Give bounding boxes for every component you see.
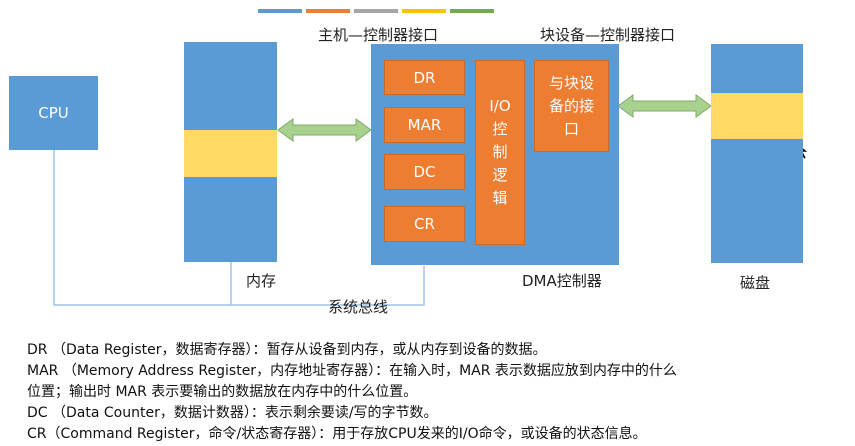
block-interface-label: 块设备—控制器接口 — [540, 26, 676, 44]
block-if-line-1: 与块设 — [548, 73, 594, 92]
header-bar-2 — [306, 9, 350, 13]
memory-dma-arrow — [277, 118, 372, 142]
memory-label: 内存 — [246, 272, 277, 290]
register-dr: DR — [384, 60, 465, 95]
disk-highlight — [711, 93, 803, 139]
io-logic-line-3: 制 — [492, 143, 508, 161]
dma-label: DMA控制器 — [522, 272, 602, 290]
register-mar-label: MAR — [407, 116, 442, 134]
cpu-label: CPU — [38, 104, 69, 122]
io-logic-line-2: 控 — [492, 120, 508, 138]
dma-disk-arrow — [617, 94, 712, 118]
register-dc-label: DC — [413, 163, 436, 181]
register-dr-label: DR — [413, 68, 436, 87]
description-dr: DR （Data Register，数据寄存器）：暂存从设备到内存，或从内存到设… — [27, 342, 547, 358]
block-if-line-2: 备的接 — [548, 96, 594, 115]
register-cr: CR — [384, 206, 465, 242]
cpu-box: CPU — [9, 76, 98, 150]
block-if-line-3: 口 — [563, 119, 579, 138]
io-control-logic: I/O 控 制 逻 辑 — [475, 60, 525, 245]
register-dc: DC — [384, 154, 465, 190]
io-logic-line-4: 逻 — [492, 166, 508, 184]
description-dc: DC （Data Counter，数据计数器）：表示剩余要读/写的字节数。 — [27, 405, 438, 421]
header-bar-1 — [258, 9, 302, 13]
description-cr: CR（Command Register，命令/状态寄存器）：用于存放CPU发来的… — [27, 426, 647, 442]
header-bar-5 — [450, 9, 494, 13]
host-interface-label: 主机—控制器接口 — [318, 26, 439, 44]
memory-highlight — [184, 130, 277, 177]
register-mar: MAR — [384, 107, 465, 143]
description-mar-2: 位置；输出时 MAR 表示要输出的数据放在内存中的什么位置。 — [27, 384, 418, 400]
description-mar-1: MAR （Memory Address Register，内存地址寄存器）：在输… — [27, 363, 677, 379]
block-device-interface: 与块设 备的接 口 — [534, 60, 609, 152]
bus-label: 系统总线 — [328, 298, 389, 316]
io-logic-line-1: I/O — [489, 97, 511, 115]
header-bar-4 — [402, 9, 446, 13]
disk-box — [711, 44, 803, 263]
disk-label: 磁盘 — [740, 274, 771, 292]
io-logic-line-5: 辑 — [492, 189, 508, 207]
header-bar-3 — [354, 9, 398, 13]
register-cr-label: CR — [414, 215, 435, 233]
